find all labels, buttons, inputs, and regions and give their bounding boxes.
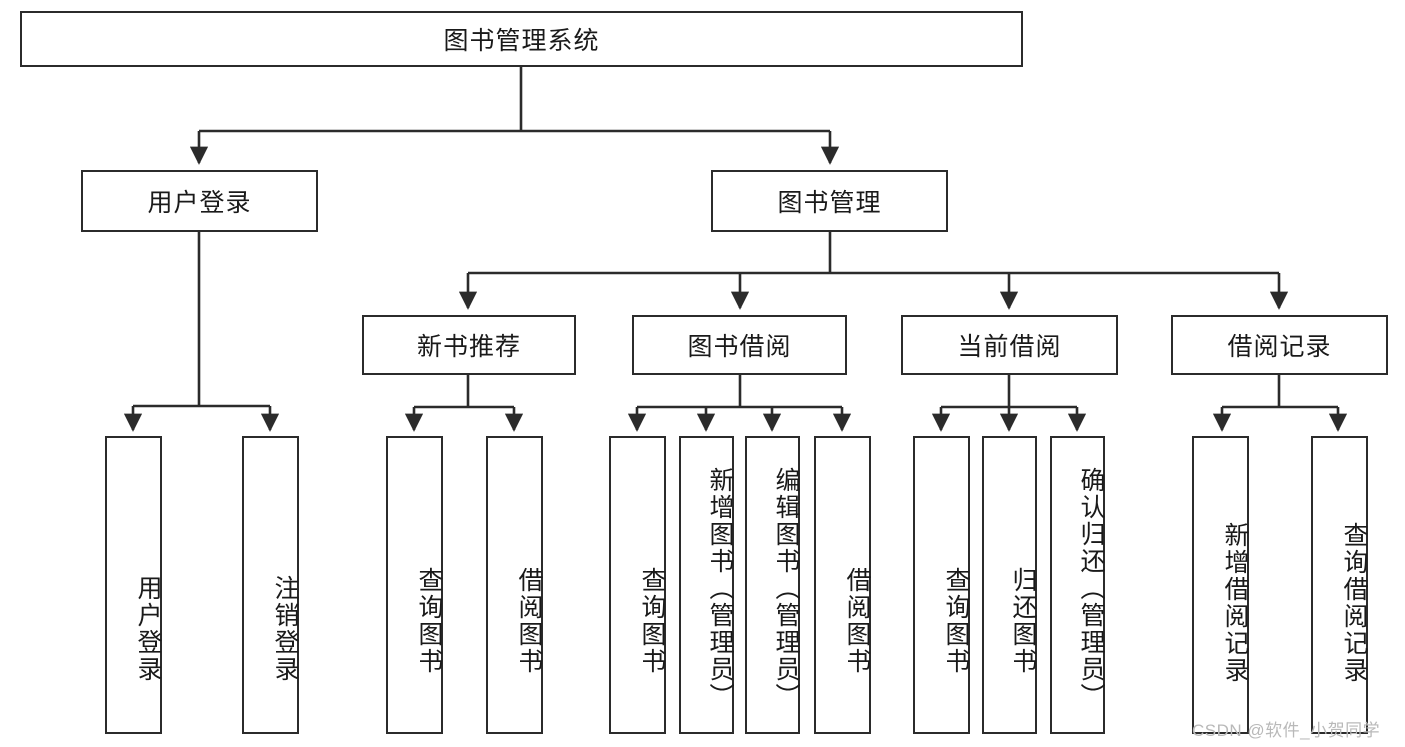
- leaf-new-book-borrow-book[interactable]: 借阅图书: [486, 436, 543, 734]
- node-label: 图书借阅: [687, 333, 792, 361]
- leaf-book-borrow-query-book[interactable]: 查询图书: [609, 436, 666, 734]
- leaf-borrow-record-query-record[interactable]: 查询借阅记录: [1311, 436, 1368, 734]
- node-label: 查询借阅记录: [1340, 522, 1368, 684]
- node-label: 新增借阅记录: [1221, 522, 1249, 684]
- leaf-current-borrow-query-book[interactable]: 查询图书: [913, 436, 970, 734]
- node-label: 注销登录: [271, 575, 299, 683]
- watermark: CSDN @软件_小贺同学: [1192, 721, 1381, 740]
- node-label: 借阅图书: [843, 567, 871, 675]
- node-label: 查询图书: [942, 567, 970, 675]
- node-borrow-record[interactable]: 借阅记录: [1171, 315, 1388, 375]
- node-root-book-management-system[interactable]: 图书管理系统: [20, 11, 1023, 67]
- node-current-borrow[interactable]: 当前借阅: [901, 315, 1118, 375]
- node-label: 新书推荐: [416, 333, 521, 361]
- node-label: 当前借阅: [957, 333, 1062, 361]
- leaf-book-borrow-edit-book-admin[interactable]: 编辑图书（管理员）: [745, 436, 800, 734]
- node-label: 查询图书: [415, 567, 443, 675]
- node-label: 用户登录: [147, 189, 252, 217]
- node-label: 借阅图书: [515, 567, 543, 675]
- leaf-user-login-logout[interactable]: 注销登录: [242, 436, 299, 734]
- leaf-book-borrow-borrow-book[interactable]: 借阅图书: [814, 436, 871, 734]
- node-book-management[interactable]: 图书管理: [711, 170, 948, 232]
- node-label: 归还图书: [1009, 567, 1037, 675]
- node-label: 查询图书: [638, 567, 666, 675]
- node-label: 图书管理: [777, 189, 882, 217]
- node-user-login[interactable]: 用户登录: [81, 170, 318, 232]
- leaf-current-borrow-confirm-return-admin[interactable]: 确认归还（管理员）: [1050, 436, 1105, 734]
- node-new-book-recommend[interactable]: 新书推荐: [362, 315, 576, 375]
- node-book-borrow[interactable]: 图书借阅: [632, 315, 847, 375]
- node-label: 确认归还（管理员）: [1077, 466, 1105, 710]
- leaf-current-borrow-return-book[interactable]: 归还图书: [982, 436, 1037, 734]
- leaf-new-book-query-book[interactable]: 查询图书: [386, 436, 443, 734]
- node-label: 用户登录: [134, 575, 162, 683]
- node-label: 图书管理系统: [443, 27, 600, 55]
- leaf-borrow-record-add-record[interactable]: 新增借阅记录: [1192, 436, 1249, 734]
- node-label: 借阅记录: [1227, 333, 1332, 361]
- node-label: 编辑图书（管理员）: [772, 466, 800, 710]
- node-label: 新增图书（管理员）: [706, 466, 734, 710]
- leaf-book-borrow-add-book-admin[interactable]: 新增图书（管理员）: [679, 436, 734, 734]
- leaf-user-login-login[interactable]: 用户登录: [105, 436, 162, 734]
